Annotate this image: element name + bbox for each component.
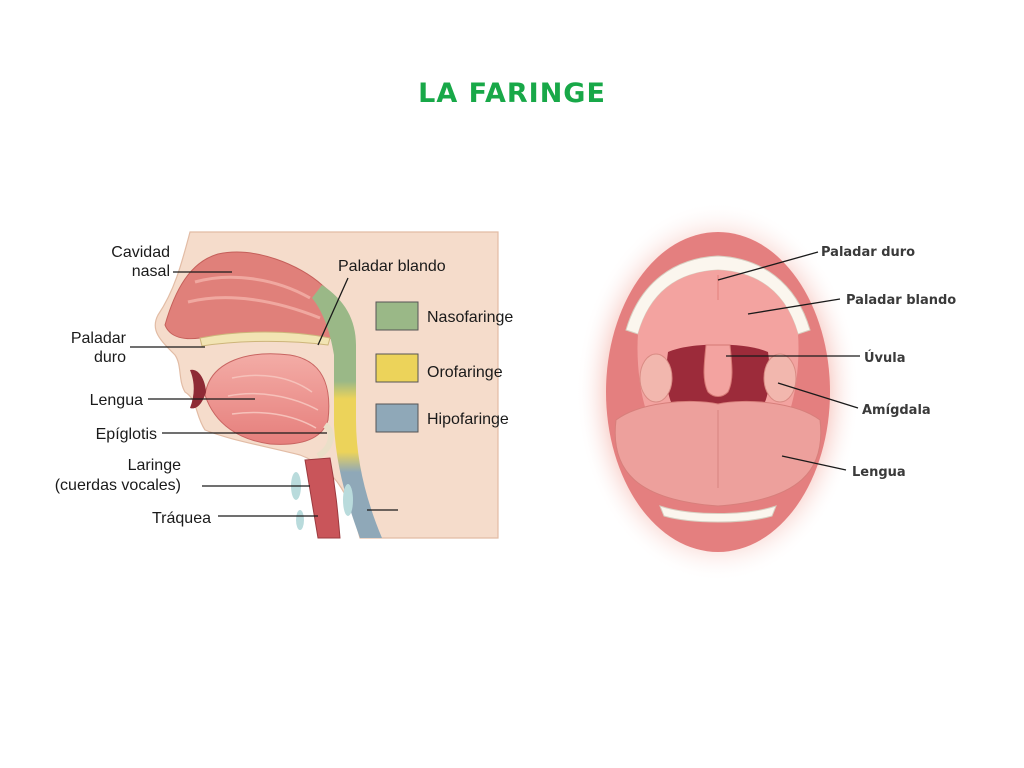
label-cavidad-nasal-2: nasal xyxy=(132,263,170,280)
legend-swatch-nasofaringe xyxy=(375,301,419,331)
legend-label-orofaringe: Orofaringe xyxy=(427,364,503,381)
label-lengua: Lengua xyxy=(90,392,143,409)
pharynx-tube xyxy=(312,285,382,538)
tongue-shape xyxy=(204,353,330,445)
trachea xyxy=(304,457,341,539)
label-traquea: Tráquea xyxy=(152,510,211,527)
epiglottis xyxy=(316,422,334,459)
legend-swatch-hipofaringe xyxy=(375,403,419,433)
label-laringe-1: Laringe xyxy=(128,457,181,474)
uvula-shape xyxy=(703,344,733,397)
leader-mouth-paladar-duro xyxy=(717,251,819,281)
label-epiglotis: Epíglotis xyxy=(96,426,157,443)
label-mouth-uvula: Úvula xyxy=(864,350,906,366)
hard-palate xyxy=(199,331,331,347)
leader-mouth-lengua xyxy=(781,455,847,471)
lower-teeth xyxy=(659,505,777,523)
label-paladar-blando: Paladar blando xyxy=(338,258,446,275)
leader-mouth-amigdala xyxy=(777,382,859,409)
label-paladar-duro-1: Paladar xyxy=(71,330,127,347)
slide-title: LA FARINGE xyxy=(418,78,606,109)
label-mouth-paladar-duro: Paladar duro xyxy=(821,245,915,260)
legend-label-hipofaringe: Hipofaringe xyxy=(427,411,509,428)
legend-swatch-orofaringe xyxy=(375,353,419,383)
label-laringe-2: (cuerdas vocales) xyxy=(55,477,181,494)
label-mouth-amigdala: Amígdala xyxy=(862,403,931,418)
label-paladar-duro-2: duro xyxy=(94,349,126,366)
tonsil-left xyxy=(639,353,673,403)
leader-mouth-paladar-blando xyxy=(747,298,841,315)
pharynx-legend: Nasofaringe Orofaringe Hipofaringe xyxy=(375,301,513,433)
leader-paladar-blando xyxy=(317,277,349,346)
open-mouth-diagram: Paladar duro Paladar blando Úvula Amígda… xyxy=(576,202,956,582)
label-mouth-lengua: Lengua xyxy=(852,465,906,480)
sagittal-head-diagram: Cavidad nasal Paladar duro Lengua Epíglo… xyxy=(55,231,513,539)
label-mouth-paladar-blando: Paladar blando xyxy=(846,293,956,308)
tonsil-right xyxy=(763,353,797,403)
legend-label-nasofaringe: Nasofaringe xyxy=(427,309,513,326)
label-cavidad-nasal-1: Cavidad xyxy=(111,244,170,261)
